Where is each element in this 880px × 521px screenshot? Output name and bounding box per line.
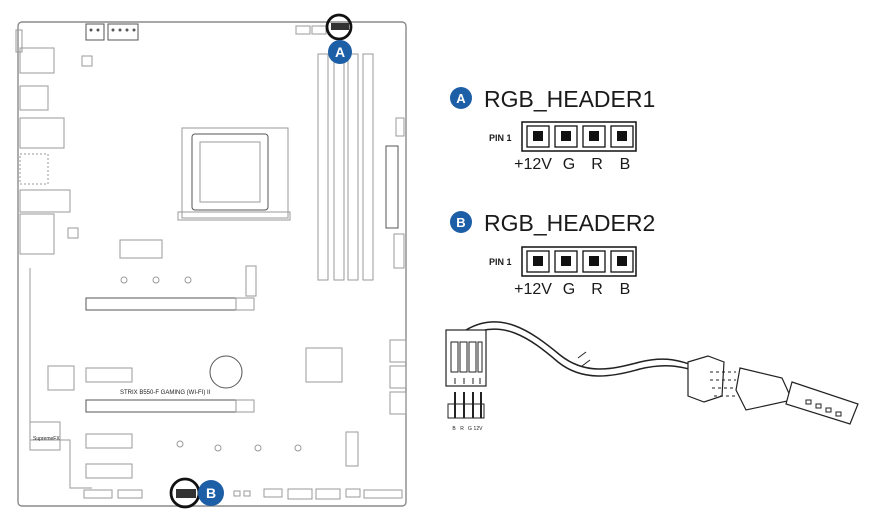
rgb-header1-detail: A RGB_HEADER1 PIN 1 +12V G R B bbox=[450, 86, 655, 173]
header2-pin-label: B bbox=[620, 281, 631, 298]
board-outline bbox=[17, 21, 407, 507]
cable-connector-right bbox=[687, 355, 859, 425]
bottom-headers bbox=[83, 488, 403, 500]
audio-section: SupremeFX bbox=[29, 268, 92, 489]
header2-title: RGB_HEADER2 bbox=[484, 210, 655, 236]
cable-pin-label: 12V bbox=[474, 426, 484, 432]
cable-pin-label: B bbox=[452, 426, 456, 432]
badge-a-letter: A bbox=[335, 44, 345, 60]
header1-pin1-label: PIN 1 bbox=[489, 133, 512, 143]
chipset bbox=[47, 55, 343, 391]
motherboard: SupremeFX STRIX B550-F GAMING (WI-FI) II… bbox=[15, 13, 407, 509]
cable-pin-label: G bbox=[468, 426, 472, 432]
header2-pin-label: R bbox=[591, 281, 603, 298]
header1-badge-icon bbox=[450, 87, 472, 109]
board-header-a: A bbox=[325, 13, 353, 64]
header2-badge-icon bbox=[450, 211, 472, 233]
cpu-socket bbox=[177, 127, 291, 221]
header1-title: RGB_HEADER1 bbox=[484, 86, 655, 112]
board-header-b: B bbox=[169, 477, 224, 509]
header-a-ring bbox=[325, 13, 353, 41]
header2-pins bbox=[526, 250, 634, 273]
header1-pins bbox=[526, 125, 634, 148]
header1-pin-label: B bbox=[620, 156, 631, 173]
rgb-header2-detail: B RGB_HEADER2 PIN 1 +12V G R B bbox=[450, 210, 655, 298]
pcie-slots bbox=[85, 297, 255, 479]
header2-pin-label: +12V bbox=[514, 281, 552, 298]
board-model-text: STRIX B550-F GAMING (WI-FI) II bbox=[120, 390, 211, 396]
supremefx-logo: SupremeFX bbox=[33, 436, 60, 442]
sata-ports bbox=[389, 339, 407, 415]
cable-connector-left bbox=[445, 329, 487, 387]
rgb-cable-illustration: B R G 12V bbox=[445, 321, 859, 432]
m2-slots bbox=[120, 265, 359, 467]
cmos-battery bbox=[209, 355, 243, 389]
badge-b-letter: B bbox=[206, 485, 216, 501]
cable-pin-header: B R G 12V bbox=[447, 392, 485, 432]
header2-badge-letter: B bbox=[456, 215, 465, 230]
header1-badge-letter: A bbox=[456, 91, 466, 106]
header2-pin-label: G bbox=[563, 281, 575, 298]
atx-power-connector bbox=[385, 117, 405, 269]
cable-pin-label: R bbox=[460, 426, 464, 432]
header2-pin1-label: PIN 1 bbox=[489, 257, 512, 267]
rear-io bbox=[15, 29, 71, 255]
header1-pin-label: G bbox=[563, 156, 575, 173]
header1-pin-label: R bbox=[591, 156, 603, 173]
cpu-power-connectors bbox=[85, 23, 327, 41]
badge-b-icon bbox=[198, 480, 224, 506]
badge-a-icon bbox=[328, 40, 352, 64]
header1-pin-label: +12V bbox=[514, 156, 552, 173]
